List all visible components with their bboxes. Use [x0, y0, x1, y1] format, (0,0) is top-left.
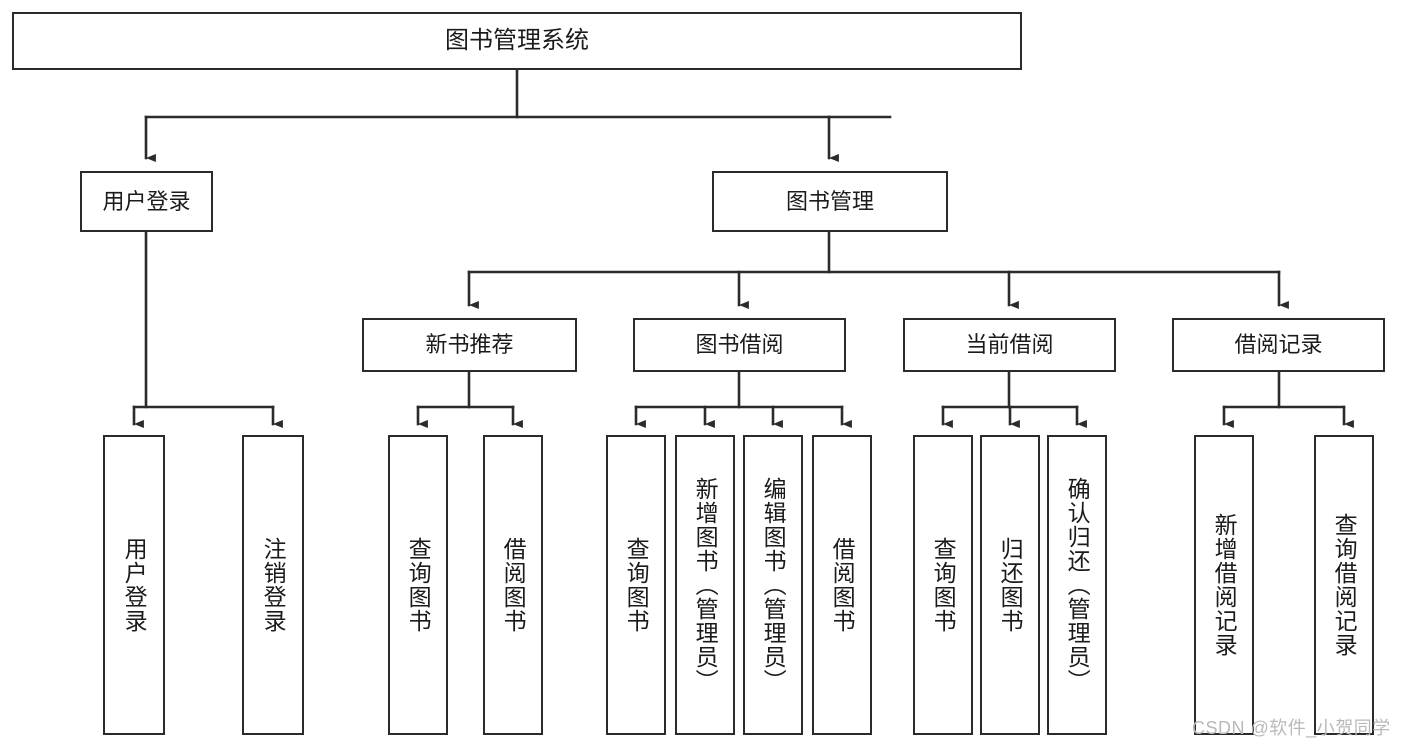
- node-user-login[interactable]: 用户登录: [80, 171, 213, 232]
- node-label: 图书管理: [785, 188, 874, 214]
- node-label: 图书管理系统: [445, 26, 589, 54]
- node-label: 用户登录: [102, 188, 191, 214]
- node-label: 查询图书: [623, 537, 650, 633]
- node-label: 用户登录: [121, 537, 148, 633]
- node-label: 借阅图书: [829, 537, 856, 633]
- node-borrow-record[interactable]: 借阅记录: [1172, 318, 1385, 372]
- csdn-watermark: CSDN @软件_小贺同学: [1192, 718, 1391, 738]
- node-book-management[interactable]: 图书管理: [712, 171, 948, 232]
- leaf-current-query-book[interactable]: 查询图书: [913, 435, 973, 735]
- leaf-record-add-record[interactable]: 新增借阅记录: [1194, 435, 1254, 735]
- leaf-borrow-borrow-book[interactable]: 借阅图书: [812, 435, 872, 735]
- node-current-borrow[interactable]: 当前借阅: [903, 318, 1116, 372]
- leaf-new-book-borrow[interactable]: 借阅图书: [483, 435, 543, 735]
- leaf-user-login-login[interactable]: 用户登录: [103, 435, 165, 735]
- leaf-user-login-logout[interactable]: 注销登录: [242, 435, 304, 735]
- node-label: 新书推荐: [425, 332, 514, 358]
- node-label: 归还图书: [997, 537, 1024, 633]
- leaf-borrow-query-book[interactable]: 查询图书: [606, 435, 666, 735]
- leaf-borrow-add-book-admin[interactable]: 新增图书（管理员）: [675, 435, 735, 735]
- node-label: 查询借阅记录: [1331, 513, 1358, 657]
- node-label: 注销登录: [260, 537, 287, 633]
- leaf-new-book-query[interactable]: 查询图书: [388, 435, 448, 735]
- node-label: 当前借阅: [965, 332, 1054, 358]
- node-label: 借阅记录: [1234, 332, 1323, 358]
- node-label: 借阅图书: [500, 537, 527, 633]
- leaf-current-confirm-return-admin[interactable]: 确认归还（管理员）: [1047, 435, 1107, 735]
- node-book-borrow[interactable]: 图书借阅: [633, 318, 846, 372]
- leaf-current-return-book[interactable]: 归还图书: [980, 435, 1040, 735]
- node-label: 图书借阅: [695, 332, 784, 358]
- leaf-record-query-record[interactable]: 查询借阅记录: [1314, 435, 1374, 735]
- node-label: 新增图书（管理员）: [692, 477, 719, 693]
- leaf-borrow-edit-book-admin[interactable]: 编辑图书（管理员）: [743, 435, 803, 735]
- node-label: 编辑图书（管理员）: [760, 477, 787, 693]
- node-new-book-recommend[interactable]: 新书推荐: [362, 318, 577, 372]
- node-label: 确认归还（管理员）: [1064, 477, 1091, 693]
- node-label: 查询图书: [930, 537, 957, 633]
- node-root-library-system[interactable]: 图书管理系统: [12, 12, 1022, 70]
- node-label: 查询图书: [405, 537, 432, 633]
- node-label: 新增借阅记录: [1211, 513, 1238, 657]
